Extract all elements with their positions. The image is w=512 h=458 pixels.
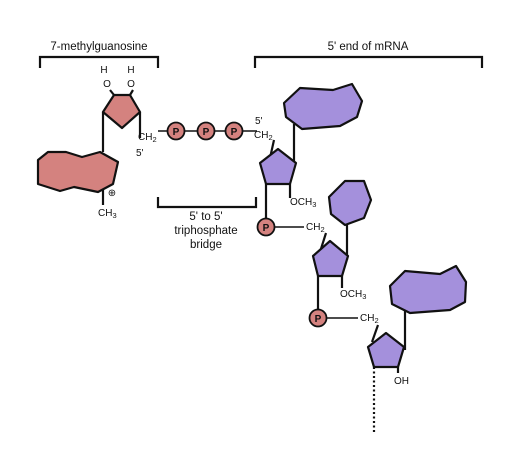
nt3-ch2-label: CH2	[360, 313, 379, 325]
nt1-ch2-label: CH2	[254, 130, 273, 142]
nt1-base-ring	[282, 82, 364, 131]
phosphate-label: P	[315, 314, 322, 325]
nt2-och3-label: OCH3	[340, 289, 366, 301]
nt3-oh-label: OH	[394, 376, 409, 387]
cap-h-1: H	[100, 65, 107, 76]
nt3-base-ring	[388, 264, 468, 315]
phosphate-label: P	[263, 223, 270, 234]
cap-five-prime-label: 5'	[136, 148, 144, 159]
nt1-och3-label: OCH3	[290, 197, 316, 209]
bridge-label-line1: 5' to 5'	[189, 211, 222, 223]
cap-bracket	[38, 55, 160, 68]
mrna-bracket	[253, 55, 484, 68]
cap-o-1: O	[103, 79, 111, 90]
bridge-label-line3: bridge	[190, 239, 222, 251]
cap-o-2: O	[127, 79, 135, 90]
phosphate-label: P	[231, 127, 238, 138]
bridge-phosphate-2: P	[196, 121, 216, 141]
cap-oh-bond-1	[109, 89, 115, 96]
nt3-sugar-ring	[366, 331, 406, 369]
cap-positive-charge: ⊕	[108, 188, 116, 199]
bridge-phosphate-1: P	[166, 121, 186, 141]
bridge-bracket	[156, 197, 258, 209]
cap-h-2: H	[127, 65, 134, 76]
nt2-sugar-ring	[311, 239, 350, 278]
nt1-five-prime-label: 5'	[255, 116, 263, 127]
cap-sugar-ring	[101, 93, 142, 130]
phosphodiester-phosphate-2: P	[308, 308, 328, 328]
phosphodiester-phosphate-1: P	[256, 217, 276, 237]
nt2-ch2-label: CH2	[306, 222, 325, 234]
nt2-base-ring	[327, 179, 373, 227]
cap-group-label: 7-methylguanosine	[50, 41, 147, 53]
bridge-phosphate-3: P	[224, 121, 244, 141]
cap-methyl-label: CH3	[98, 208, 117, 220]
cap-base-ring	[36, 150, 120, 194]
bridge-label-line2: triphosphate	[174, 225, 237, 237]
cap-ch2-label: CH2	[138, 132, 157, 144]
nt1-sugar-ring	[258, 147, 298, 186]
phosphate-label: P	[173, 127, 180, 138]
cap-oh-bond-2	[129, 89, 134, 96]
nt3-c4-bond	[370, 324, 380, 343]
phosphate-label: P	[203, 127, 210, 138]
mrna-end-label: 5' end of mRNA	[328, 41, 409, 53]
